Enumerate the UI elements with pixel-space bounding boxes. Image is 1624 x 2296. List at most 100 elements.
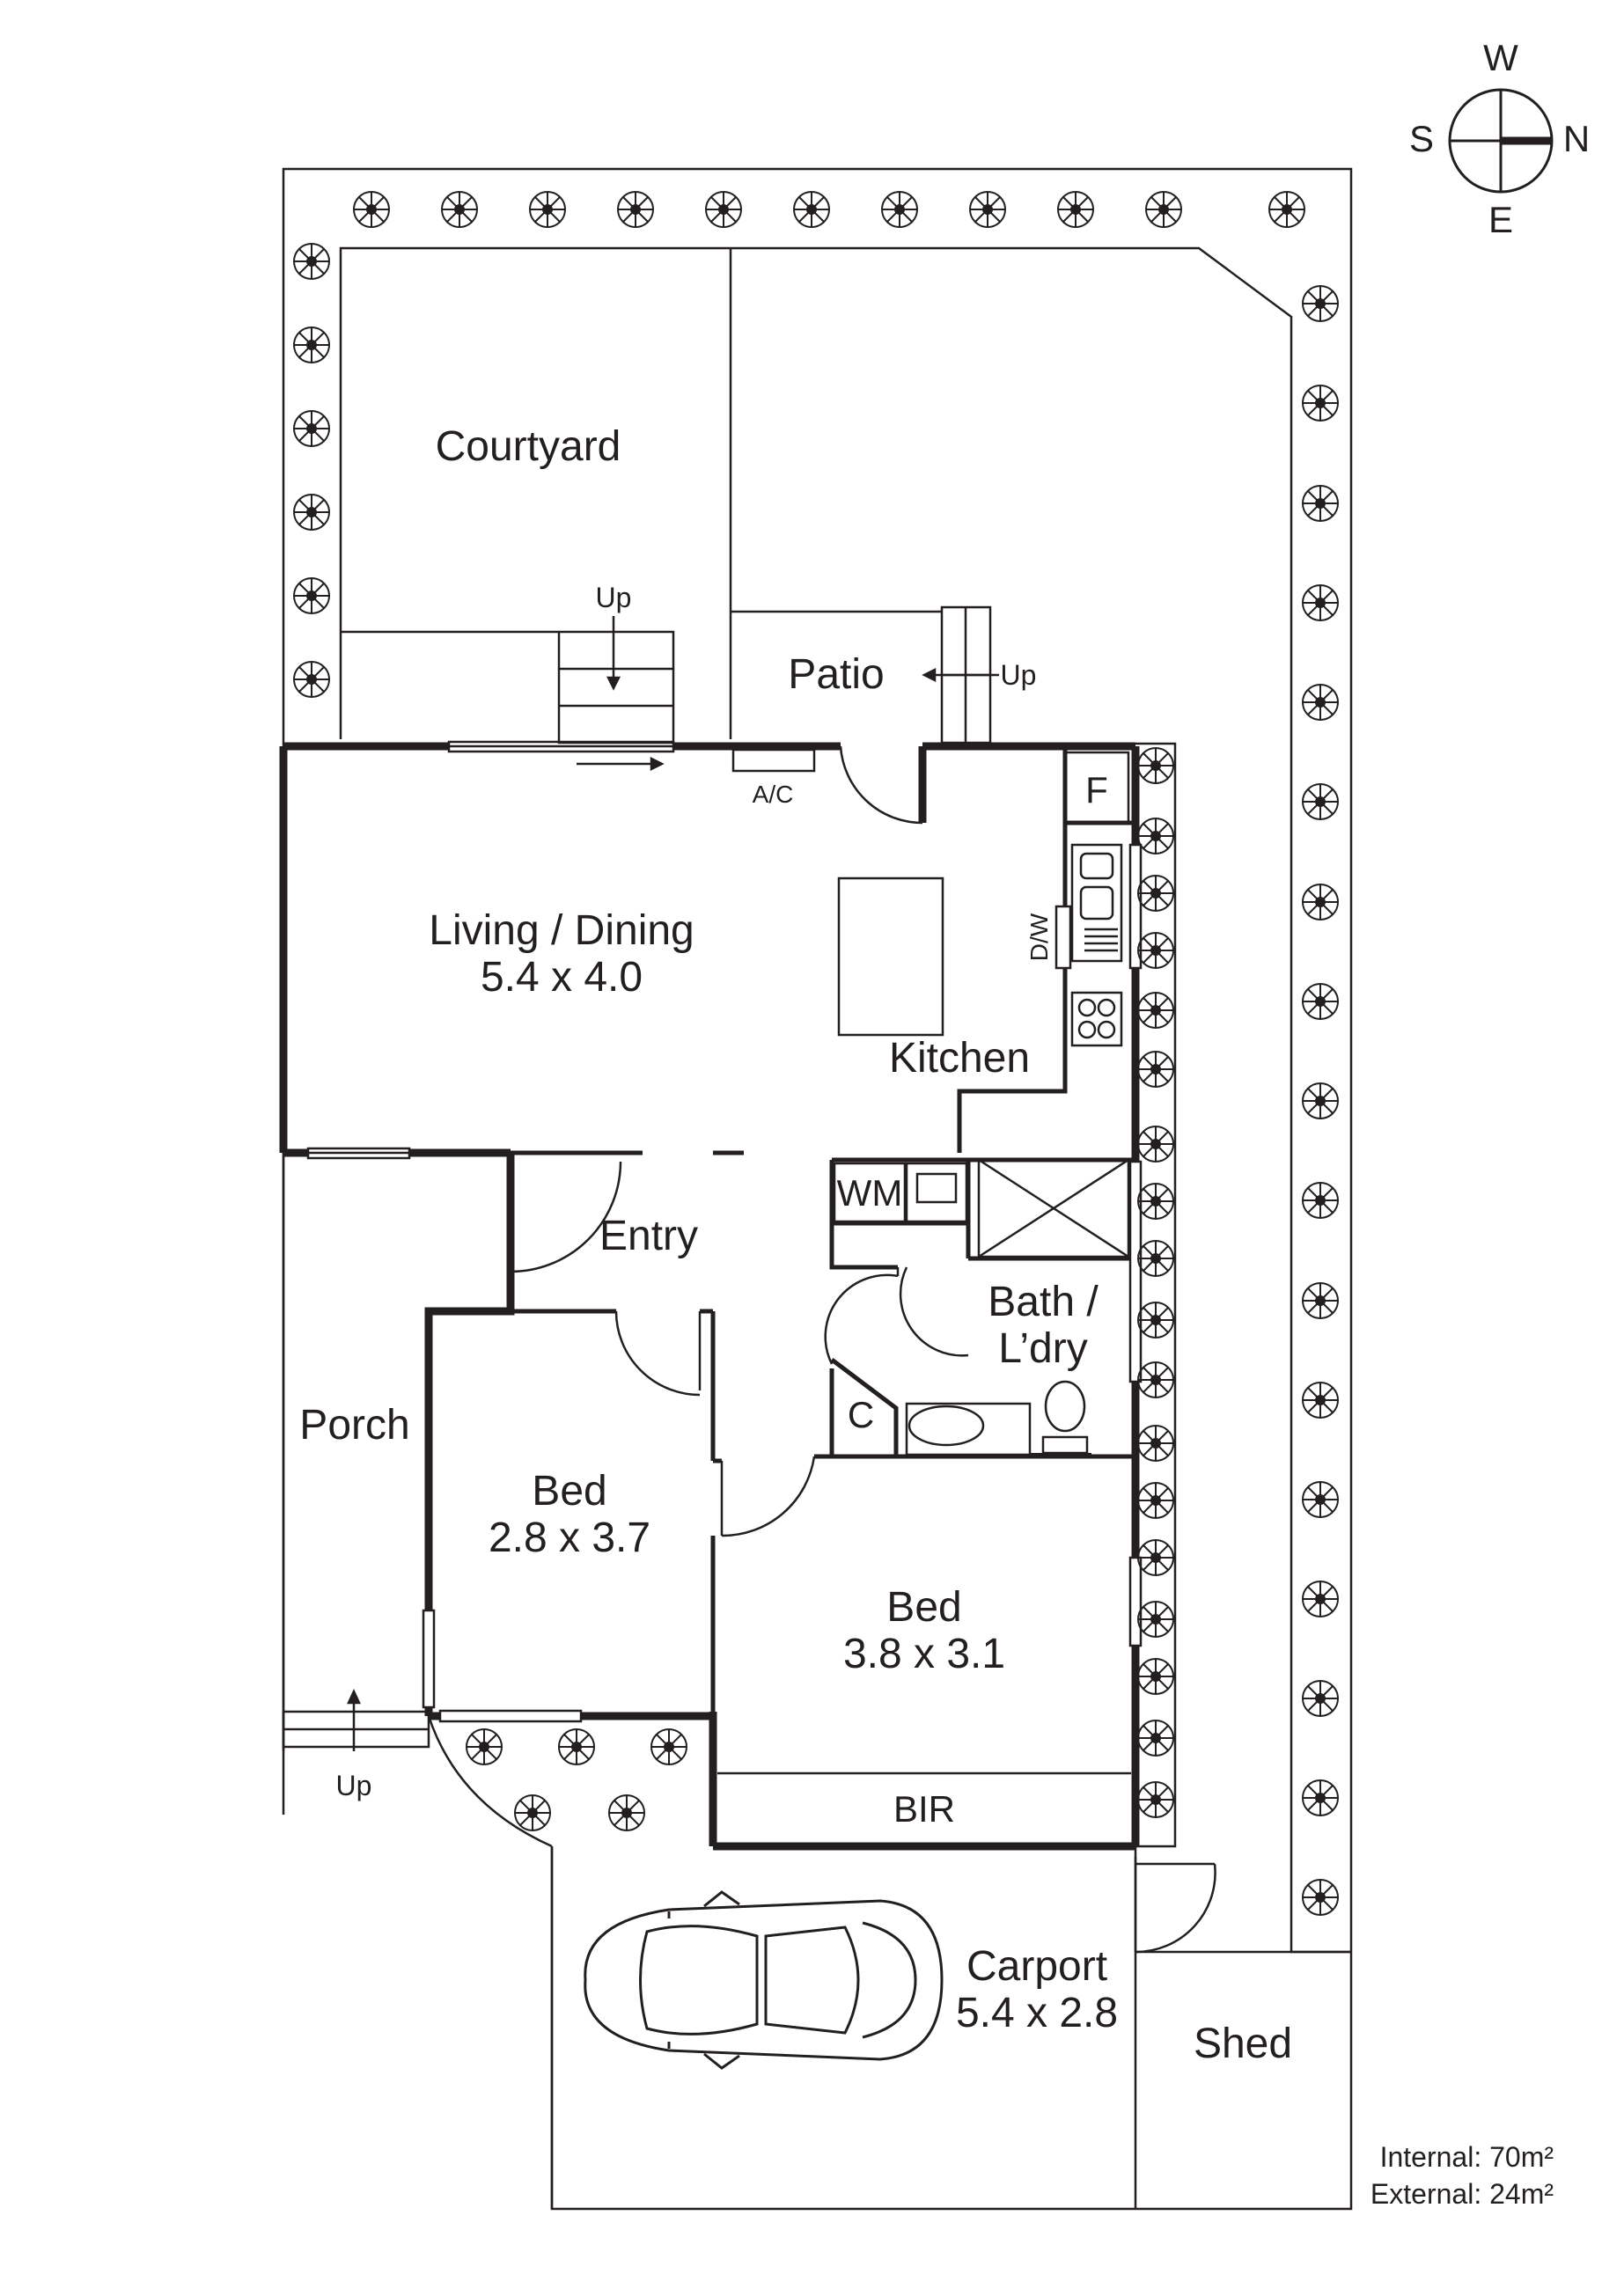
shrub-icon <box>1137 1539 1174 1576</box>
basin <box>908 1405 985 1447</box>
room-living-name: Living / Dining <box>429 907 694 954</box>
shrub-icon <box>293 661 330 698</box>
laundry-fixtures <box>833 1158 1130 1456</box>
shrub-icon <box>1137 1240 1174 1277</box>
external-area: External: 24m² <box>1370 2178 1554 2210</box>
compass-west-label: W <box>1483 37 1518 78</box>
sliding-door-arrow <box>577 756 665 772</box>
porch-stairs <box>282 1689 430 1751</box>
shrub-icon <box>1137 932 1174 969</box>
bed1-door-swing <box>614 1310 701 1397</box>
shrub-icon <box>1137 1126 1174 1163</box>
shrub-icon <box>1137 1302 1174 1339</box>
toilet-bowl <box>1044 1380 1086 1433</box>
shrub-icon <box>1302 983 1339 1020</box>
shrub-icon <box>1137 992 1174 1029</box>
internal-walls <box>449 746 1135 1716</box>
shed-door-swing <box>1135 1863 1216 1954</box>
shrub-icon <box>1302 285 1339 322</box>
window-bed1-side <box>422 1609 436 1709</box>
window-bed2 <box>1128 1556 1143 1647</box>
shrub-icon <box>293 577 330 614</box>
fixture-cupboard-label: C <box>848 1394 874 1435</box>
room-porch-label: Porch <box>299 1402 409 1449</box>
shrub-icon <box>1302 1082 1339 1119</box>
room-carport-name: Carport <box>966 1943 1107 1990</box>
shrub-icon <box>466 1728 503 1765</box>
shrub-icon <box>1137 1361 1174 1398</box>
shrub-icon <box>608 1794 645 1831</box>
shrub-icon <box>1302 385 1339 422</box>
shrub-icon <box>1302 1680 1339 1717</box>
window-bath <box>1128 1160 1143 1383</box>
compass-north-label: N <box>1563 118 1590 159</box>
room-carport-size: 5.4 x 2.8 <box>956 1990 1118 2036</box>
room-patio-label: Patio <box>788 651 884 698</box>
shrub-icon <box>1302 485 1339 522</box>
doors <box>509 745 1216 1954</box>
shrub-icon <box>558 1728 595 1765</box>
bed2-door-swing <box>721 1456 816 1537</box>
toilet-cistern <box>1041 1435 1089 1455</box>
shrub-icon <box>1137 1051 1174 1088</box>
room-shed-label: Shed <box>1194 2021 1292 2067</box>
shrub-icon <box>1137 1658 1174 1695</box>
fixture-fridge-label: F <box>1085 769 1108 811</box>
entry-door-swing <box>510 1161 622 1273</box>
room-bath-label-line1: Bath / <box>988 1279 1099 1325</box>
shrub-icon <box>1302 884 1339 921</box>
shrub-icon <box>1302 1779 1339 1816</box>
external-walls <box>279 742 1140 1851</box>
compass-south-label: S <box>1409 118 1434 159</box>
shrub-icon <box>1302 1382 1339 1419</box>
room-bed1-size: 2.8 x 3.7 <box>489 1515 650 1561</box>
vanity <box>905 1402 1032 1456</box>
bath-door-swing-right <box>899 1266 969 1357</box>
shrub-icon <box>1302 1879 1339 1916</box>
room-bath-label-line2: L’dry <box>998 1325 1087 1372</box>
shrub-icon <box>441 191 478 228</box>
porch-stairs-up-label: Up <box>336 1770 372 1801</box>
room-living-size: 5.4 x 4.0 <box>481 954 643 1001</box>
shrub-icon <box>293 243 330 280</box>
compass-east-label: E <box>1488 199 1513 240</box>
shower <box>977 1158 1130 1258</box>
room-bed2-name: Bed <box>886 1584 961 1631</box>
compass <box>1448 88 1554 194</box>
shrub-icon <box>1137 875 1174 912</box>
fixture-wm-label: WM <box>837 1172 903 1214</box>
shrub-icon <box>1137 1183 1174 1220</box>
room-bir-label: BIR <box>893 1788 955 1830</box>
room-bed1-name: Bed <box>532 1468 606 1515</box>
shrub-icon <box>1302 1282 1339 1319</box>
shrub-icon <box>1137 747 1174 784</box>
shrub-icon <box>1302 684 1339 721</box>
patio-door-swing <box>839 745 923 825</box>
shrub-icon <box>1302 783 1339 820</box>
ac-unit <box>731 748 816 773</box>
shrub-icon <box>1137 1781 1174 1818</box>
shrub-icon <box>1302 1581 1339 1617</box>
shrub-icon <box>1137 818 1174 855</box>
shrub-icon <box>1302 584 1339 621</box>
patio-stairs <box>922 605 999 745</box>
room-courtyard-label: Courtyard <box>436 423 621 470</box>
room-entry-label: Entry <box>599 1213 698 1259</box>
shrub-icon <box>1302 1182 1339 1219</box>
window-bed1-bottom <box>438 1709 583 1723</box>
patio-stairs-up-label: Up <box>1001 659 1037 691</box>
shrub-icon <box>529 191 566 228</box>
shrub-icon <box>1057 191 1094 228</box>
window-kitchen <box>1128 843 1143 970</box>
fridge <box>1063 751 1130 825</box>
courtyard-stairs <box>557 616 675 745</box>
shrub-icon <box>293 494 330 531</box>
shrub-icon <box>705 191 742 228</box>
shrub-icon <box>293 326 330 363</box>
kitchen-fixtures <box>731 748 1130 1047</box>
room-kitchen-label: Kitchen <box>889 1035 1030 1082</box>
shrub-icon <box>514 1794 551 1831</box>
shrub-icon <box>1137 1425 1174 1462</box>
shrub-icon <box>1137 1601 1174 1638</box>
